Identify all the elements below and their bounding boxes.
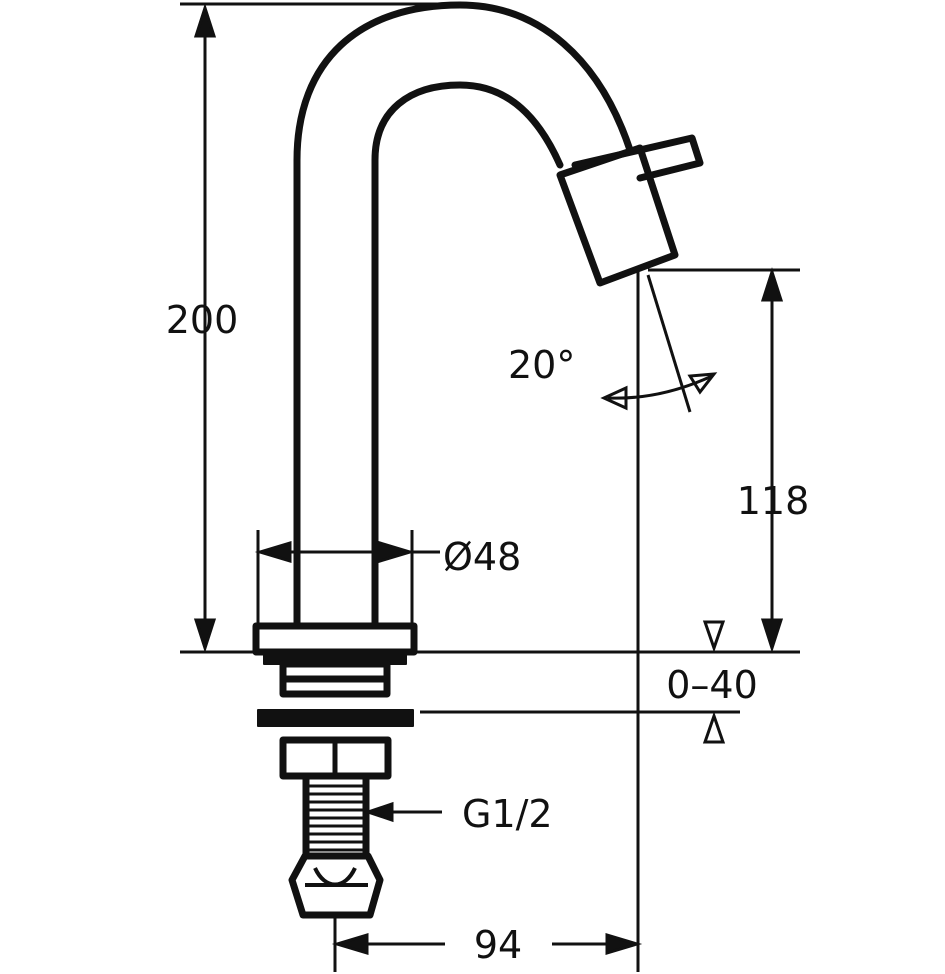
threaded-shank xyxy=(302,772,370,860)
arrow-thread xyxy=(363,801,394,823)
label-base-diameter: Ø48 xyxy=(443,535,521,579)
spout-outer-contour xyxy=(293,1,634,630)
connector-nut xyxy=(288,852,384,919)
arrow-reach-left xyxy=(331,932,369,956)
label-thread-size: G1/2 xyxy=(462,792,553,836)
arrow-spout-height-top xyxy=(760,267,784,302)
arrow-mount-top xyxy=(702,620,726,653)
arrow-total-height-bottom xyxy=(193,618,217,653)
base-flange xyxy=(252,622,418,656)
arrow-diameter-right xyxy=(378,540,416,564)
outlet-head xyxy=(556,144,679,287)
arrow-total-height-top xyxy=(193,3,217,38)
swivel-axis-line xyxy=(646,274,692,413)
faucet-body xyxy=(293,1,704,630)
arrow-diameter-left xyxy=(254,540,292,564)
label-swivel-angle: 20° xyxy=(508,343,575,387)
spout-inner-contour xyxy=(371,81,564,630)
swivel-angle-arc xyxy=(607,374,713,400)
base-assembly xyxy=(252,622,418,919)
reference-lines xyxy=(180,2,800,972)
connector-nut-facets xyxy=(305,867,368,887)
label-spout-height: 118 xyxy=(737,479,810,523)
arrow-spout-height-bottom xyxy=(760,618,784,653)
label-reach: 94 xyxy=(474,923,522,967)
lever-handle xyxy=(571,134,704,182)
label-mount-thickness: 0–40 xyxy=(666,663,758,707)
mount-washer xyxy=(257,709,414,727)
dimension-lines xyxy=(193,3,784,956)
label-total-height: 200 xyxy=(166,298,239,342)
arrow-reach-right xyxy=(605,932,643,956)
base-collar-band xyxy=(282,675,388,683)
arrow-angle-right xyxy=(687,372,718,395)
arrow-angle-left xyxy=(600,385,628,411)
thread-lines xyxy=(309,784,363,852)
arrow-mount-bottom xyxy=(702,711,726,744)
